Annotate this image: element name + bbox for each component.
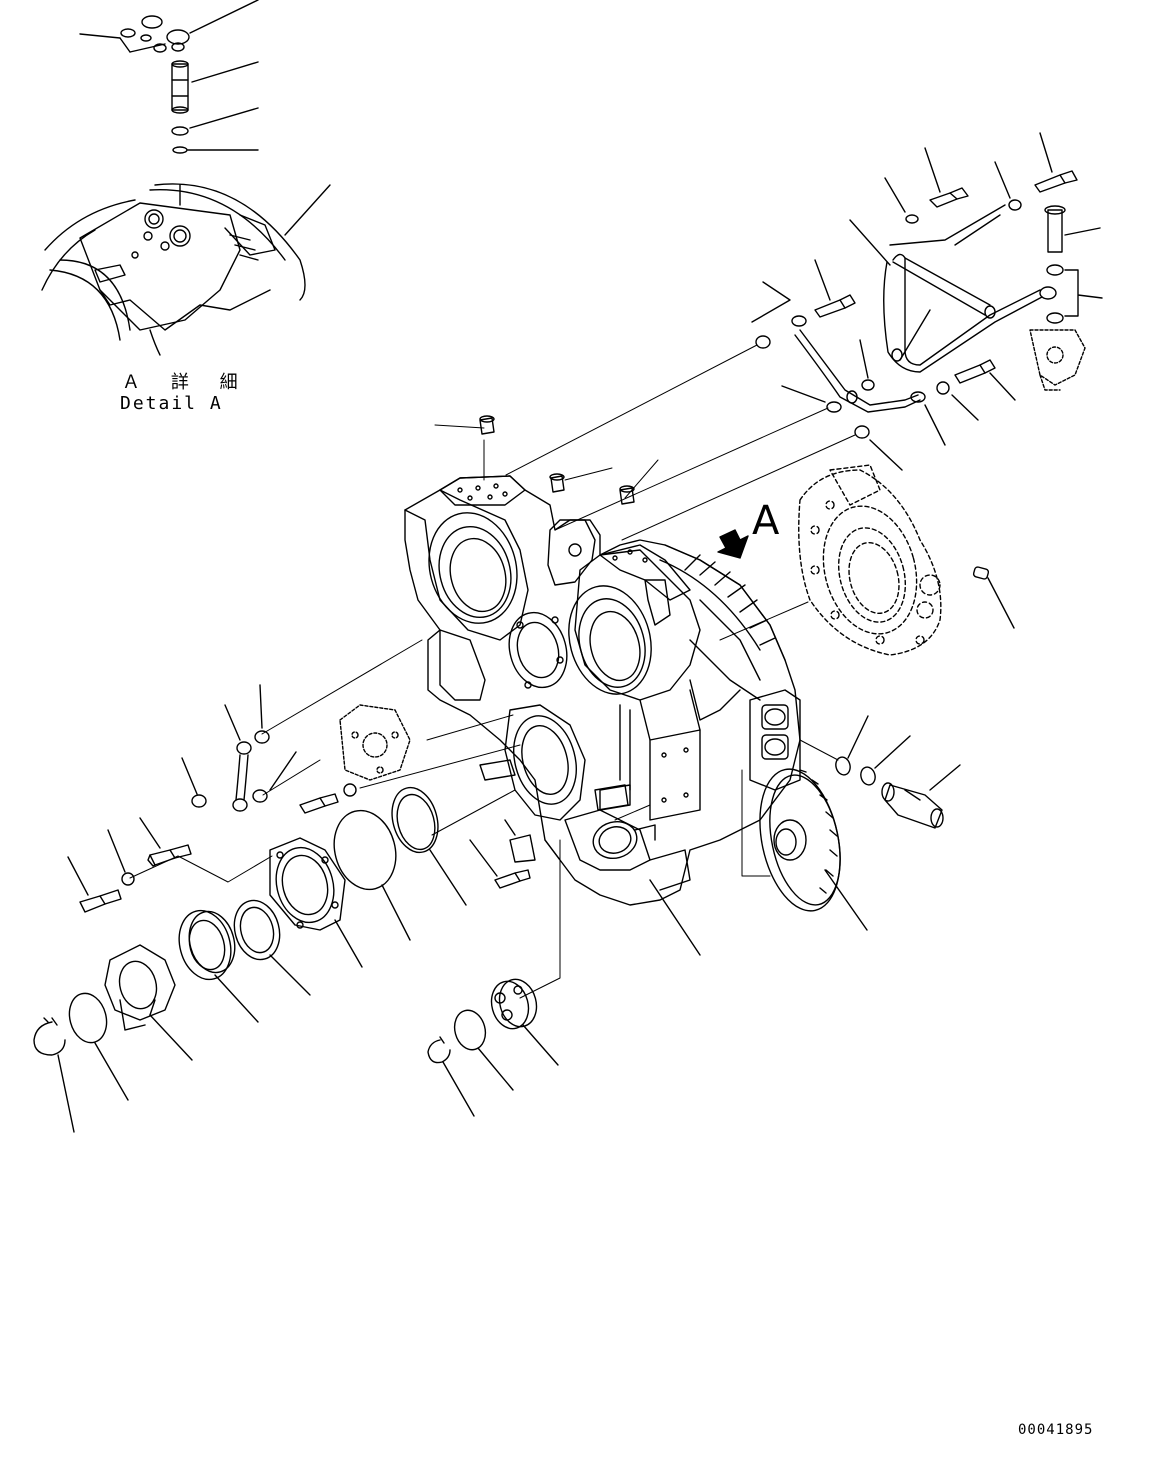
washer [827,402,841,412]
washer [855,426,869,438]
bolt [470,840,530,888]
view-arrow-label: A [752,498,780,544]
bolt [300,794,338,813]
oil-seal [228,895,310,995]
detail-label-english: Detail A [120,393,223,414]
circlip [34,1018,74,1132]
pipe-sleeve [172,61,258,113]
bolt [140,818,191,866]
bolt [955,360,995,383]
piping-assembly [752,133,1102,470]
oring [834,755,852,776]
circlip [428,1037,474,1116]
oring [859,765,877,786]
view-arrow [718,530,748,558]
washer [756,336,770,348]
drawing-number: 00041895 [1018,1422,1094,1438]
oring-cluster [80,0,258,52]
washer [255,731,269,743]
plug [550,474,564,492]
bearing [172,905,258,1022]
ring [64,989,112,1047]
washer [792,316,806,326]
bolt-vertical [1045,206,1100,252]
washer [1009,200,1021,210]
bolt [1035,133,1077,192]
leader-lines [130,345,855,998]
gear-hub [486,975,558,1065]
plug [480,416,494,434]
washer [862,380,874,390]
bolt [68,857,121,912]
washer [1047,313,1063,323]
flange-fitting [1030,330,1085,390]
plug [620,486,634,504]
bolt [815,260,855,317]
oring [172,127,188,135]
snap-ring [385,782,466,905]
seal-cover [268,838,362,967]
detail-a-inset [42,0,330,355]
washer [192,795,206,807]
spur-gear [748,762,867,930]
coupling [105,945,192,1060]
large-oring [326,804,405,897]
small-pipe [225,705,251,811]
bolt [925,148,968,207]
oring [173,147,187,153]
washer [937,382,949,394]
cover-plate [510,835,535,862]
washer [1047,265,1063,275]
flange-hub [340,705,410,780]
sleeve [882,765,960,828]
washer [906,215,918,223]
gasket [595,785,628,810]
washer [253,790,267,802]
housing-fragment [42,184,330,355]
washer [344,784,356,796]
rear-cover [799,465,941,655]
snap-ring [450,1007,513,1090]
detail-label-japanese: Ａ 詳 細 [122,372,248,393]
dowel-pin [973,566,1014,628]
transmission-housing [405,476,800,905]
washer [122,873,134,885]
